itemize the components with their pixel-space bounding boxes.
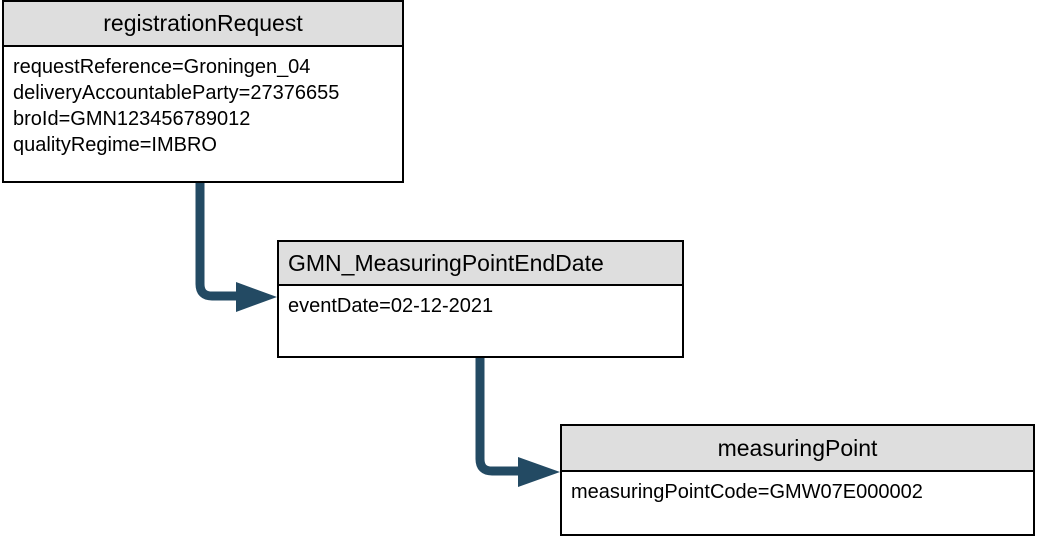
attribute-row: requestReference=Groningen_04	[13, 56, 311, 78]
connector-line	[475, 357, 522, 476]
connector-registration-request-to-end-date	[195, 181, 277, 312]
arrowhead-icon	[236, 282, 277, 312]
connector-line	[195, 181, 240, 301]
object-attributes-registration-request: requestReference=Groningen_04 deliveryAc…	[4, 47, 402, 158]
object-title-registration-request: registrationRequest	[4, 2, 402, 47]
object-title-measuring-point: measuringPoint	[562, 426, 1033, 472]
object-box-registration-request[interactable]: registrationRequest requestReference=Gro…	[2, 0, 404, 183]
attribute-row: deliveryAccountableParty=27376655	[13, 82, 340, 104]
attribute-row: eventDate=02-12-2021	[288, 295, 494, 317]
attribute-row: broId=GMN123456789012	[13, 108, 251, 130]
object-attributes-gmn-measuring-point-end-date: eventDate=02-12-2021	[279, 286, 682, 319]
object-box-measuring-point[interactable]: measuringPoint measuringPointCode=GMW07E…	[560, 424, 1035, 536]
object-title-gmn-measuring-point-end-date: GMN_MeasuringPointEndDate	[279, 242, 682, 286]
attribute-row: qualityRegime=IMBRO	[13, 134, 217, 156]
attribute-row: measuringPointCode=GMW07E000002	[571, 481, 923, 503]
arrowhead-icon	[518, 457, 560, 487]
connector-end-date-to-measuring-point	[475, 357, 560, 487]
object-box-gmn-measuring-point-end-date[interactable]: GMN_MeasuringPointEndDate eventDate=02-1…	[277, 240, 684, 358]
object-attributes-measuring-point: measuringPointCode=GMW07E000002	[562, 472, 1033, 505]
